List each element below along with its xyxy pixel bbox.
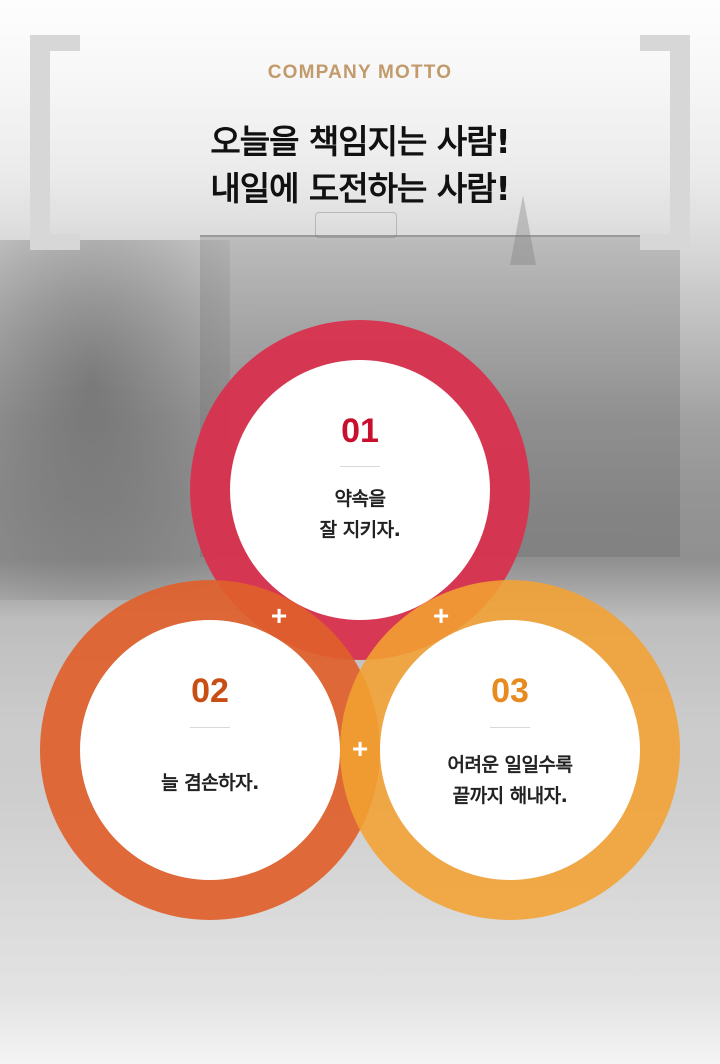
background-sign	[315, 212, 397, 238]
motto-divider-1	[340, 466, 380, 467]
motto-card-3	[380, 620, 640, 880]
motto-text-2-line-1: 늘 겸손하자.	[161, 772, 259, 794]
motto-text-3-line-2: 끝까지 해내자.	[452, 785, 568, 807]
plus-icon: +	[432, 600, 450, 631]
right-bracket-decoration	[640, 35, 690, 250]
motto-text-2: 늘 겸손하자.	[80, 768, 340, 799]
motto-text-3-line-1: 어려운 일일수록	[447, 754, 573, 776]
motto-card-1	[230, 360, 490, 620]
motto-number-3: 03	[491, 672, 529, 710]
headline-line-2: 내일에 도전하는 사람!	[210, 169, 510, 208]
motto-text-1-line-1: 약속을	[334, 488, 386, 510]
motto-divider-2	[190, 727, 230, 728]
motto-text-1-line-2: 잘 지키자.	[319, 519, 401, 541]
plus-icon: +	[270, 600, 288, 631]
motto-number-1: 01	[341, 412, 379, 450]
motto-divider-3	[490, 727, 530, 728]
motto-card-2	[80, 620, 340, 880]
headline-line-1: 오늘을 책임지는 사람!	[210, 122, 510, 161]
section-eyebrow: COMPANY MOTTO	[267, 62, 453, 83]
motto-text-3: 어려운 일일수록 끝까지 해내자.	[380, 750, 640, 812]
motto-text-1: 약속을 잘 지키자.	[230, 484, 490, 546]
left-bracket-decoration	[30, 35, 80, 250]
background-trees	[0, 240, 230, 600]
motto-number-2: 02	[191, 672, 229, 710]
plus-icon: +	[351, 733, 369, 764]
page-title: 오늘을 책임지는 사람! 내일에 도전하는 사람!	[0, 118, 720, 212]
